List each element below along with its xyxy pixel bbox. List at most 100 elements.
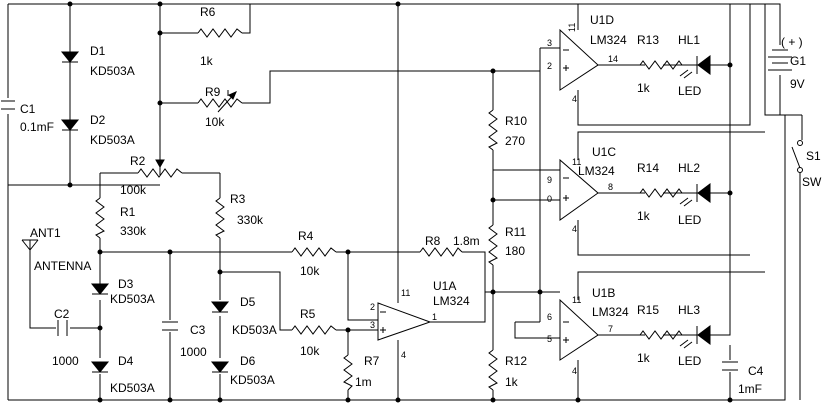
- resistor-r7: R7 1m: [343, 354, 380, 391]
- c4-value: 1mF: [738, 382, 762, 396]
- led-hl2: HL2 LED: [678, 161, 711, 227]
- r15-ref: R15: [637, 303, 659, 317]
- resistor-r11: R11 180: [488, 224, 526, 266]
- resistor-r14: R14 1k: [637, 161, 683, 223]
- resistor-r5: R5 10k: [291, 307, 337, 358]
- u1d-pin-neg: 3: [547, 38, 552, 48]
- u1c-pin-gnd: 4: [572, 224, 577, 234]
- c2-ref: C2: [54, 307, 70, 321]
- u1d-pin-pos: 2: [547, 61, 552, 71]
- u1c-ref: U1C: [592, 145, 616, 159]
- resistor-r9: R9 10k: [197, 85, 243, 129]
- r3-value: 330k: [237, 213, 264, 227]
- u1d-pin-out: 14: [608, 54, 618, 64]
- r3-ref: R3: [230, 192, 246, 206]
- diode-d6: D6 KD503A: [210, 354, 275, 387]
- resistor-r12: R12 1k: [488, 349, 527, 391]
- u1b-pin-gnd: 4: [572, 366, 577, 376]
- resistor-r3: R3 330k: [215, 192, 264, 239]
- u1c-value: LM324: [578, 164, 615, 178]
- u1d-value: LM324: [590, 33, 627, 47]
- hl2-value: LED: [678, 213, 702, 227]
- r8-value: 1.8m: [453, 234, 480, 248]
- c3-ref: C3: [190, 323, 206, 337]
- d6-ref: D6: [240, 354, 256, 368]
- capacitor-c3: C3 1000: [162, 321, 207, 359]
- resistor-r8: R8 1.8m: [419, 234, 480, 257]
- r5-ref: R5: [300, 307, 316, 321]
- u1b-pin-pos: 5: [547, 334, 552, 344]
- r4-value: 10k: [300, 264, 320, 278]
- capacitor-c2: C2 1000: [52, 307, 79, 368]
- junctions: [67, 1, 733, 403]
- diode-d3: D3 KD503A: [90, 277, 155, 306]
- diode-d5: D5 KD503A: [210, 295, 277, 337]
- u1a-value: LM324: [433, 294, 470, 308]
- led-hl3: HL3 LED: [678, 303, 711, 368]
- c1-ref: C1: [20, 102, 36, 116]
- u1d-pin-gnd: 4: [572, 94, 577, 104]
- led-hl1: HL1 LED: [678, 33, 711, 98]
- r9-value: 10k: [205, 115, 225, 129]
- u1c-pin-neg: 9: [547, 175, 552, 185]
- r15-value: 1k: [637, 351, 651, 365]
- u1b-pin-out: 7: [608, 324, 613, 334]
- resistor-r15: R15 1k: [637, 303, 683, 365]
- r13-value: 1k: [637, 81, 651, 95]
- u1d-ref: U1D: [590, 13, 614, 27]
- r13-ref: R13: [637, 33, 659, 47]
- u1d-pin-vcc: 11: [567, 23, 577, 32]
- s1-value: SW: [802, 175, 822, 189]
- diode-d2: D2 KD503A: [60, 113, 135, 147]
- u1c-pin-vcc: 11: [572, 157, 581, 167]
- r6-ref: R6: [200, 5, 216, 19]
- hl2-ref: HL2: [678, 161, 700, 175]
- r6-value: 1k: [200, 54, 214, 68]
- diode-d1: D1 KD503A: [60, 44, 135, 78]
- r1-value: 330k: [120, 224, 147, 238]
- r9-ref: R9: [205, 85, 221, 99]
- u1b-value: LM324: [592, 305, 629, 319]
- u1a-pin-pos: 3: [370, 320, 375, 330]
- opamp-u1c: U1C LM324 9 0 8 11 4: [547, 145, 616, 234]
- resistor-r13: R13 1k: [637, 33, 683, 95]
- resistor-r4: R4 10k: [291, 229, 337, 278]
- antenna-ant1: ANT1 ANTENNA: [21, 226, 91, 273]
- g1-polarity: ( + ): [781, 35, 803, 49]
- switch-s1: S1 SW: [791, 140, 822, 189]
- diode-d4: D4 KD503A: [90, 354, 155, 395]
- r11-value: 180: [505, 244, 525, 258]
- opamp-u1d: U1D LM324 3 2 14 11 4: [547, 13, 627, 104]
- r5-value: 10k: [300, 344, 320, 358]
- r10-ref: R10: [505, 114, 527, 128]
- resistor-r1: R1 330k: [95, 197, 147, 239]
- hl3-ref: HL3: [678, 303, 700, 317]
- r2-value: 100k: [120, 183, 147, 197]
- hl3-value: LED: [678, 354, 702, 368]
- r12-ref: R12: [505, 354, 527, 368]
- ant1-ref: ANT1: [30, 226, 61, 240]
- d5-value: KD503A: [232, 323, 277, 337]
- hl1-value: LED: [678, 84, 702, 98]
- r7-value: 1m: [355, 375, 372, 389]
- opamp-u1a: U1A LM324 2 3 1 11 4: [370, 279, 470, 360]
- r12-value: 1k: [505, 375, 519, 389]
- u1c-pin-out: 8: [608, 182, 613, 192]
- r7-ref: R7: [364, 354, 380, 368]
- hl1-ref: HL1: [678, 33, 700, 47]
- d3-value: KD503A: [110, 292, 155, 306]
- battery-g1: ( + ) G1 9V: [768, 35, 806, 91]
- d5-ref: D5: [240, 295, 256, 309]
- d2-ref: D2: [90, 113, 106, 127]
- r1-ref: R1: [120, 205, 136, 219]
- d6-value: KD503A: [230, 373, 275, 387]
- c3-value: 1000: [180, 345, 207, 359]
- ant1-value: ANTENNA: [34, 259, 91, 273]
- d4-ref: D4: [118, 354, 134, 368]
- capacitor-c1: C1 0.1mF: [1, 98, 54, 134]
- u1b-ref: U1B: [592, 286, 615, 300]
- r8-ref: R8: [425, 234, 441, 248]
- u1a-pin-out: 1: [432, 312, 437, 322]
- c4-ref: C4: [748, 364, 764, 378]
- r10-value: 270: [505, 134, 525, 148]
